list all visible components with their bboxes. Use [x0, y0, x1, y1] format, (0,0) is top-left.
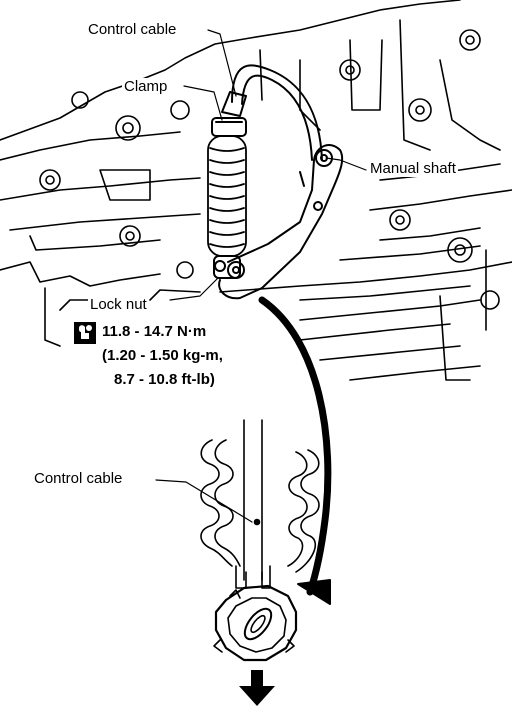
control-cable-upper	[221, 64, 323, 161]
torque-wrench-icon	[74, 322, 96, 349]
label-lock-nut: Lock nut	[88, 296, 149, 313]
case-bolts	[39, 29, 500, 310]
manual-shaft-lever	[218, 144, 344, 300]
label-control-cable-bottom: Control cable	[32, 470, 125, 487]
torque-line-2: (1.20 - 1.50 kg-m,	[100, 346, 225, 366]
cable-boot	[207, 135, 247, 257]
label-clamp: Clamp	[122, 78, 170, 95]
detail-arrow	[258, 296, 332, 605]
down-arrow	[239, 670, 275, 706]
label-manual-shaft: Manual shaft	[368, 160, 458, 177]
label-control-cable-top: Control cable	[86, 21, 179, 38]
torque-line-3: 8.7 - 10.8 ft-lb)	[112, 370, 217, 390]
transmission-case	[0, 0, 512, 381]
clamp-drawing	[211, 117, 247, 137]
rod-end	[213, 255, 245, 279]
torque-line-1: 11.8 - 14.7 N·m	[100, 322, 209, 342]
leader-lines	[155, 29, 367, 523]
detail-view	[200, 419, 320, 662]
